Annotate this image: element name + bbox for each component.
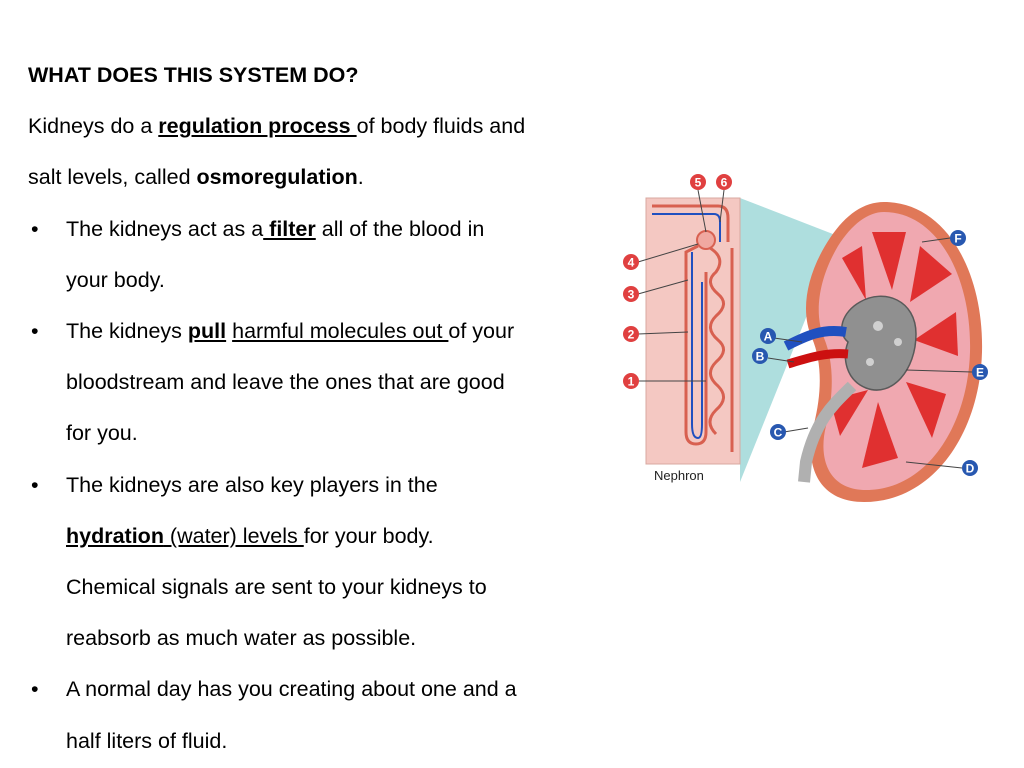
leader-line (697, 189, 707, 233)
intro-line-2: salt levels, called osmoregulation. (28, 152, 618, 203)
ureter (798, 381, 857, 483)
bullet-item-pull: • The kidneys pull harmful molecules out… (28, 306, 618, 460)
slide-heading: WHAT DOES THIS SYSTEM DO? (28, 63, 359, 87)
bullet-line: The kidneys are also key players in the (66, 472, 438, 497)
badge-label: 2 (628, 328, 635, 342)
badge-label: 4 (628, 256, 635, 270)
leader-line (921, 237, 951, 243)
bullet-icon: • (31, 472, 39, 497)
leader-line (773, 337, 803, 343)
leader-line (767, 357, 795, 363)
letter-badge-a: A (760, 328, 776, 344)
bullet-item-filter: • The kidneys act as a filter all of the… (28, 204, 618, 306)
badge-label: E (976, 366, 984, 380)
letter-badge-c: C (770, 424, 786, 440)
letter-badge-f: F (950, 230, 966, 246)
leader-line (637, 331, 689, 335)
bullet-icon: • (31, 319, 39, 344)
letter-badge-e: E (972, 364, 988, 380)
renal-pyramid (842, 246, 866, 300)
badge-label: D (966, 462, 975, 476)
bullet-line: for you. (66, 421, 138, 446)
badge-label: F (954, 232, 961, 246)
letter-badge-b: B (752, 348, 768, 364)
osmoregulation-term: osmoregulation (196, 165, 358, 190)
renal-vein (783, 326, 847, 351)
intro-line-1: Kidneys do a regulation process of body … (28, 101, 618, 152)
kidney-diagram-svg: 5 6 4 3 2 1 A B (623, 174, 988, 502)
badge-label: 5 (695, 176, 702, 190)
bullet-line: The kidneys pull harmful molecules out o… (66, 306, 618, 357)
intro-text: salt levels, called (28, 165, 197, 190)
leader-line (905, 369, 973, 373)
bullet-text: The kidneys act as a (66, 216, 264, 241)
intro-text: . (357, 165, 364, 190)
number-badge-6: 6 (716, 174, 732, 190)
regulation-process-term: regulation process (158, 114, 357, 139)
bullet-text: for your body. (303, 523, 434, 548)
renal-pyramid (906, 382, 946, 438)
calyx (866, 358, 874, 366)
leader-line (637, 279, 689, 295)
filter-term: filter (263, 216, 316, 241)
glomerulus (696, 230, 716, 250)
badge-label: 1 (628, 375, 635, 389)
leader-line (783, 427, 809, 433)
bullet-text: The kidneys (66, 319, 188, 344)
renal-pyramid (862, 402, 898, 468)
bullet-icon: • (31, 216, 39, 241)
calyx (894, 338, 902, 346)
bullet-line: bloodstream and leave the ones that are … (66, 370, 505, 395)
bullet-icon: • (31, 677, 39, 702)
renal-pyramid (872, 232, 906, 290)
bullet-line: Chemical signals are sent to your kidney… (66, 575, 487, 600)
badge-label: C (774, 426, 783, 440)
peritubular-coil (708, 246, 725, 436)
harmful-molecules-term: harmful molecules out (232, 319, 449, 344)
renal-pyramid (914, 312, 958, 356)
loop-of-henle (684, 244, 708, 446)
renal-artery (786, 349, 849, 369)
bullet-text: of your (448, 319, 515, 344)
leader-line (905, 461, 963, 469)
kidney-nephron-diagram: 5 6 4 3 2 1 A B (616, 162, 996, 514)
number-badge-5: 5 (690, 174, 706, 190)
slide-text: WHAT DOES THIS SYSTEM DO? Kidneys do a r… (28, 50, 618, 767)
number-badge-4: 4 (623, 254, 639, 270)
bullet-line: A normal day has you creating about one … (66, 677, 517, 702)
number-badge-1: 1 (623, 373, 639, 389)
intro-text: Kidneys do a (28, 114, 159, 139)
renal-pyramid (910, 246, 952, 302)
badge-label: 6 (721, 176, 728, 190)
nephron-label: Nephron (654, 468, 704, 483)
water-levels-term: (water) levels (163, 523, 304, 548)
badge-label: B (756, 350, 765, 364)
leader-line (719, 189, 725, 223)
bullet-line: hydration (water) levels for your body. (66, 511, 618, 562)
leader-line (637, 243, 699, 263)
bullet-line: your body. (66, 267, 165, 292)
intro-text: of body fluids and (356, 114, 526, 139)
hydration-term: hydration (66, 523, 164, 548)
bullet-line: The kidneys act as a filter all of the b… (66, 204, 618, 255)
tubule-path (652, 204, 730, 242)
vasa-recta (691, 252, 703, 440)
bullet-line: half liters of fluid. (66, 728, 228, 753)
number-badge-3: 3 (623, 286, 639, 302)
calyx (873, 321, 883, 331)
bullet-item-hydration: • The kidneys are also key players in th… (28, 460, 618, 665)
bullet-item-fluid: • A normal day has you creating about on… (28, 664, 618, 766)
bullet-line: reabsorb as much water as possible. (66, 626, 417, 651)
number-badge-2: 2 (623, 326, 639, 342)
bullet-text: all of the blood in (315, 216, 485, 241)
pull-term: pull (187, 319, 227, 344)
letter-badge-d: D (962, 460, 978, 476)
badge-label: A (764, 330, 773, 344)
badge-label: 3 (628, 288, 635, 302)
